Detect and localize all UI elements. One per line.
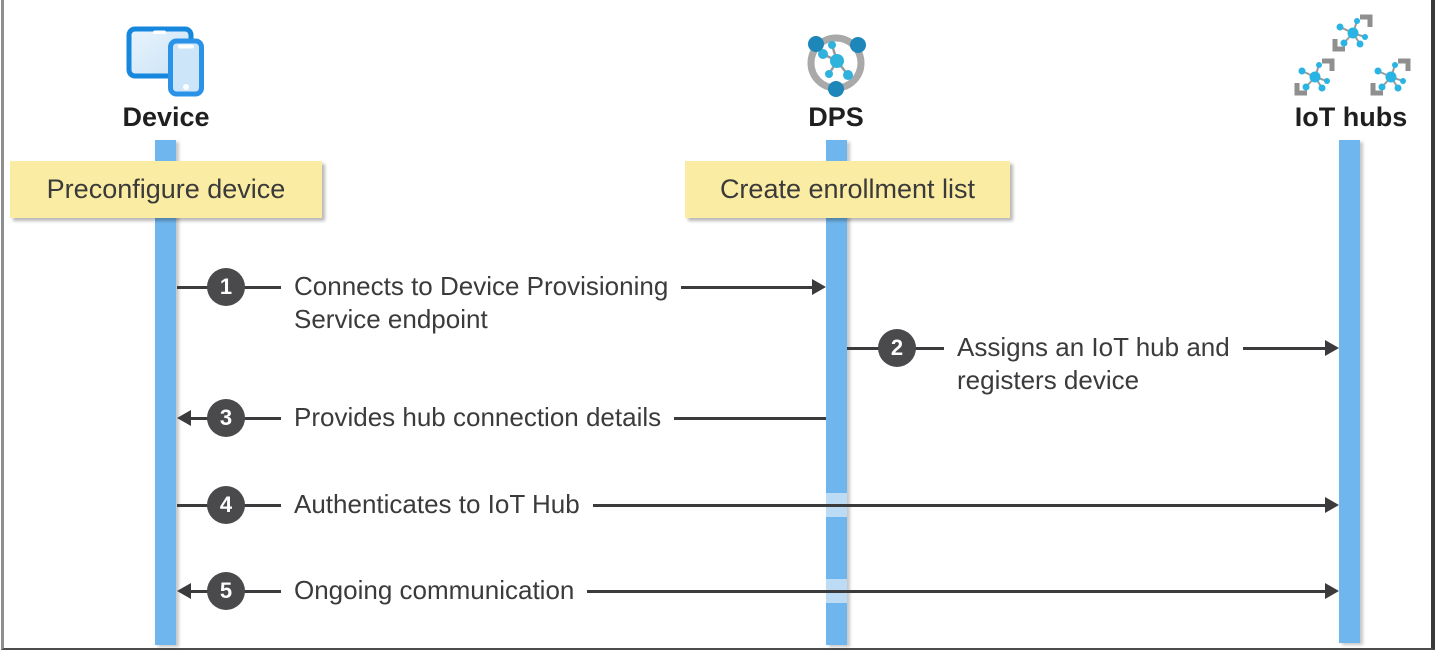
message-5-arrowhead-left-icon bbox=[177, 583, 191, 599]
message-3-step-badge: 3 bbox=[207, 399, 245, 437]
note-label: Create enrollment list bbox=[719, 174, 976, 204]
actor-label-device: Device bbox=[122, 102, 210, 132]
actor-label-dps: DPS bbox=[808, 102, 864, 132]
message-2-label: Assigns an IoT hub and registers device bbox=[944, 331, 1243, 397]
message-1-step-badge: 1 bbox=[207, 268, 245, 306]
message-2-label-line2: registers device bbox=[957, 365, 1140, 395]
message-5-step-badge: 5 bbox=[207, 572, 245, 610]
iot-hubs-icon bbox=[1266, 12, 1436, 98]
message-4-line bbox=[177, 504, 1325, 507]
note-create-enrollment-list: Create enrollment list bbox=[685, 161, 1010, 218]
message-4-label: Authenticates to IoT Hub bbox=[281, 488, 593, 521]
device-lifeline bbox=[155, 140, 176, 645]
message-5-line bbox=[191, 590, 1325, 593]
actor-device: Device bbox=[81, 12, 251, 133]
message-4-step-badge: 4 bbox=[207, 486, 245, 524]
iot-hubs-lifeline bbox=[1339, 140, 1360, 643]
actor-label-iot-hubs: IoT hubs bbox=[1294, 102, 1408, 132]
message-2-label-line1: Assigns an IoT hub and bbox=[957, 332, 1230, 362]
message-3-arrowhead-left-icon bbox=[177, 410, 191, 426]
message-1-label: Connects to Device Provisioning Service … bbox=[281, 270, 682, 336]
message-1-arrowhead-right-icon bbox=[812, 279, 826, 295]
message-5-label: Ongoing communication bbox=[281, 574, 588, 607]
dps-icon bbox=[751, 12, 921, 98]
dps-lifeline bbox=[826, 140, 847, 645]
message-2-arrowhead-right-icon bbox=[1325, 340, 1339, 356]
message-3-label: Provides hub connection details bbox=[281, 401, 675, 434]
note-preconfigure-device: Preconfigure device bbox=[10, 161, 322, 218]
device-icon bbox=[81, 12, 251, 98]
message-1-label-line2: Service endpoint bbox=[294, 304, 488, 334]
actor-dps: DPS bbox=[751, 12, 921, 133]
diagram-border bbox=[1, 0, 1435, 650]
message-4-arrowhead-right-icon bbox=[1325, 497, 1339, 513]
note-label: Preconfigure device bbox=[46, 174, 286, 204]
message-2-step-badge: 2 bbox=[878, 329, 916, 367]
actor-iot-hubs: IoT hubs bbox=[1266, 12, 1436, 133]
message-1-label-line1: Connects to Device Provisioning bbox=[294, 271, 669, 301]
message-5-arrowhead-right-icon bbox=[1325, 583, 1339, 599]
